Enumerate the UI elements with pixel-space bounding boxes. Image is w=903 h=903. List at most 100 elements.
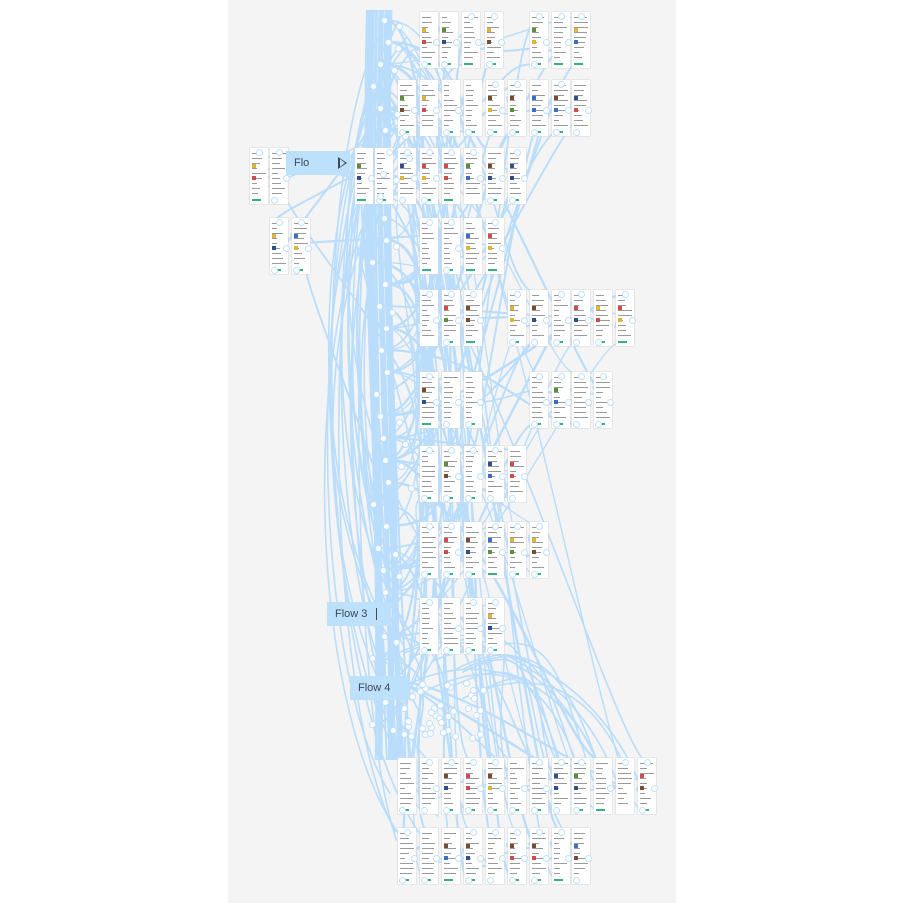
connector-handle[interactable] — [442, 338, 450, 346]
connector-handle[interactable] — [454, 398, 462, 406]
connector-handle[interactable] — [442, 266, 450, 274]
connector-handle[interactable] — [498, 784, 506, 792]
connector-handle[interactable] — [476, 730, 484, 738]
connector-handle[interactable] — [577, 758, 585, 766]
connector-handle[interactable] — [486, 876, 494, 884]
connector-handle[interactable] — [508, 806, 516, 814]
connector-handle[interactable] — [491, 446, 499, 454]
connector-handle[interactable] — [432, 174, 440, 182]
screen-frame[interactable] — [552, 290, 570, 346]
connector-handle[interactable] — [447, 758, 455, 766]
connector-handle[interactable] — [418, 681, 426, 689]
screen-frame[interactable] — [530, 290, 548, 346]
screen-frame[interactable] — [420, 80, 438, 136]
flow-start-label-4[interactable]: Flow 4 — [350, 676, 410, 700]
connector-handle[interactable] — [476, 624, 484, 632]
connector-handle[interactable] — [454, 472, 462, 480]
screen-frame[interactable] — [420, 758, 438, 814]
connector-handle[interactable] — [392, 550, 400, 558]
connector-handle[interactable] — [275, 148, 283, 156]
connector-handle[interactable] — [401, 731, 409, 739]
connector-handle[interactable] — [382, 236, 390, 244]
connector-handle[interactable] — [471, 694, 479, 702]
connector-handle[interactable] — [594, 420, 602, 428]
screen-frame[interactable] — [250, 148, 268, 204]
connector-handle[interactable] — [552, 420, 560, 428]
connector-handle[interactable] — [491, 828, 499, 836]
connector-handle[interactable] — [486, 494, 494, 502]
screen-frame[interactable] — [594, 290, 612, 346]
connector-handle[interactable] — [606, 398, 614, 406]
connector-handle[interactable] — [557, 290, 565, 298]
connector-handle[interactable] — [420, 876, 428, 884]
connector-handle[interactable] — [535, 522, 543, 530]
screen-frame[interactable] — [486, 828, 504, 884]
connector-handle[interactable] — [304, 244, 312, 252]
connector-handle[interactable] — [628, 316, 636, 324]
connector-handle[interactable] — [425, 522, 433, 530]
connector-handle[interactable] — [650, 784, 658, 792]
connector-handle[interactable] — [557, 12, 565, 20]
connector-handle[interactable] — [394, 110, 402, 118]
screen-frame[interactable] — [486, 598, 504, 654]
connector-handle[interactable] — [270, 196, 278, 204]
connector-handle[interactable] — [367, 174, 375, 182]
connector-handle[interactable] — [564, 38, 572, 46]
connector-handle[interactable] — [393, 638, 401, 646]
screen-frame[interactable] — [355, 148, 373, 204]
connector-handle[interactable] — [420, 60, 428, 68]
connector-handle[interactable] — [385, 478, 393, 486]
connector-handle[interactable] — [469, 148, 477, 156]
connector-handle[interactable] — [410, 106, 418, 114]
connector-handle[interactable] — [584, 854, 592, 862]
connector-handle[interactable] — [508, 196, 516, 204]
connector-handle[interactable] — [513, 828, 521, 836]
connector-handle[interactable] — [530, 128, 538, 136]
connector-handle[interactable] — [469, 828, 477, 836]
screen-frame[interactable] — [464, 758, 482, 814]
connector-handle[interactable] — [378, 346, 386, 354]
connector-handle[interactable] — [282, 174, 290, 182]
connector-handle[interactable] — [440, 60, 448, 68]
screen-frame[interactable] — [508, 522, 526, 578]
connector-handle[interactable] — [368, 654, 376, 662]
connector-handle[interactable] — [462, 679, 470, 687]
connector-handle[interactable] — [486, 806, 494, 814]
play-icon[interactable] — [338, 157, 347, 169]
connector-handle[interactable] — [513, 290, 521, 298]
connector-handle[interactable] — [508, 570, 516, 578]
connector-handle[interactable] — [396, 572, 404, 580]
connector-handle[interactable] — [552, 338, 560, 346]
screen-frame[interactable] — [485, 12, 503, 68]
connector-handle[interactable] — [498, 548, 506, 556]
connector-handle[interactable] — [542, 854, 550, 862]
connector-handle[interactable] — [557, 372, 565, 380]
connector-handle[interactable] — [454, 244, 462, 252]
connector-handle[interactable] — [464, 876, 472, 884]
connector-handle[interactable] — [426, 730, 434, 738]
screen-frame[interactable] — [440, 12, 458, 68]
connector-handle[interactable] — [542, 316, 550, 324]
connector-handle[interactable] — [479, 687, 487, 695]
connector-handle[interactable] — [572, 128, 580, 136]
connector-handle[interactable] — [491, 522, 499, 530]
screen-frame[interactable] — [442, 828, 460, 884]
connector-handle[interactable] — [520, 174, 528, 182]
connector-handle[interactable] — [451, 733, 459, 741]
connector-handle[interactable] — [425, 719, 433, 727]
connector-handle[interactable] — [420, 570, 428, 578]
connector-handle[interactable] — [535, 12, 543, 20]
connector-handle[interactable] — [467, 12, 475, 20]
screen-frame[interactable] — [508, 758, 526, 814]
connector-handle[interactable] — [398, 806, 406, 814]
connector-handle[interactable] — [454, 106, 462, 114]
connector-handle[interactable] — [420, 646, 428, 654]
screen-frame[interactable] — [464, 290, 482, 346]
connector-handle[interactable] — [498, 244, 506, 252]
connector-handle[interactable] — [255, 148, 263, 156]
connector-handle[interactable] — [396, 22, 404, 30]
connector-handle[interactable] — [442, 494, 450, 502]
screen-frame[interactable] — [530, 372, 548, 428]
connector-handle[interactable] — [491, 80, 499, 88]
screen-frame[interactable] — [442, 372, 460, 428]
